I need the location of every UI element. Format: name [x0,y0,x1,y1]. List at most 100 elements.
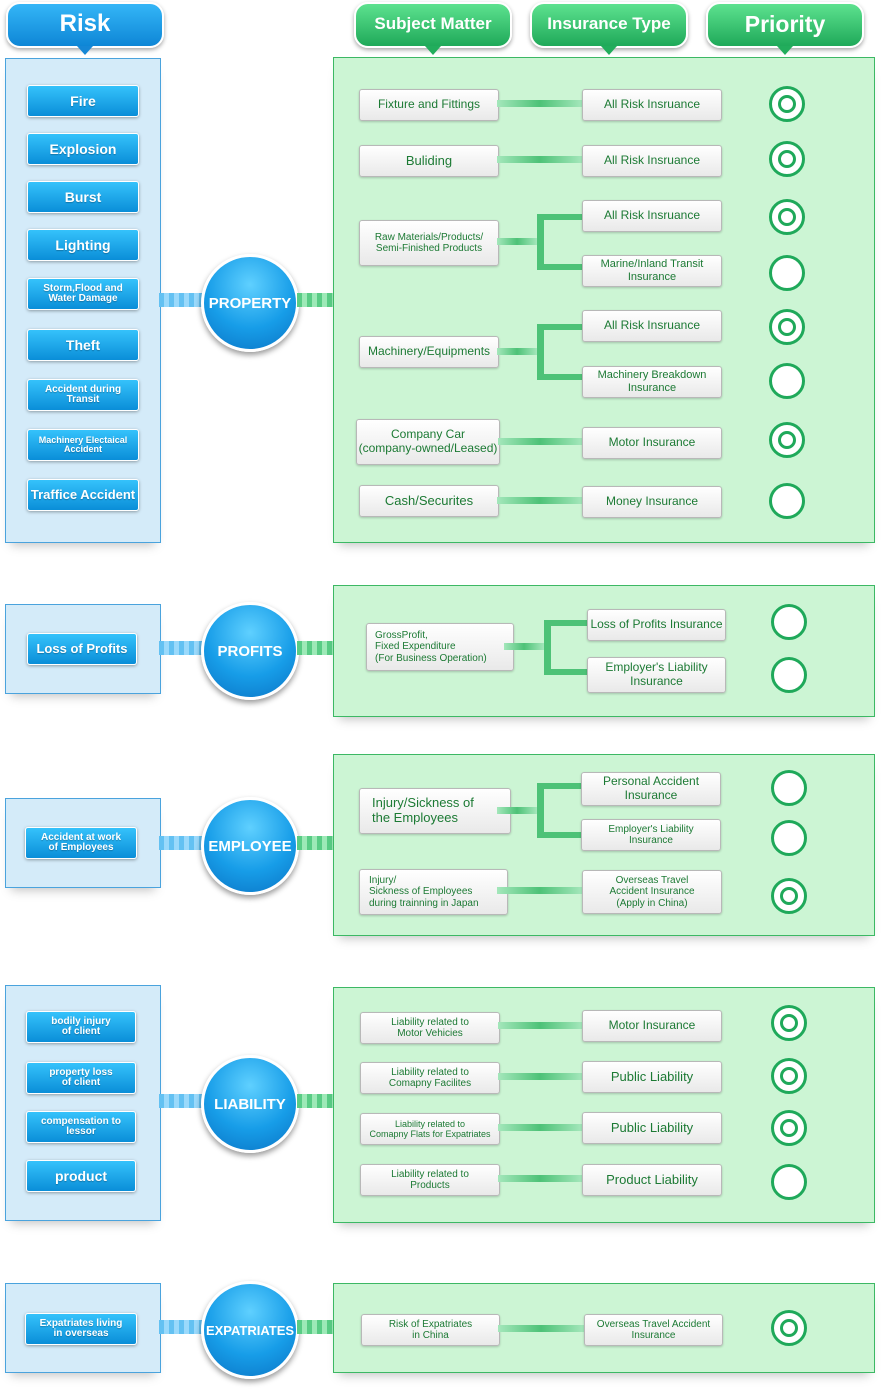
risk-lighting-button[interactable]: Lighting [27,229,139,261]
insurance-product-liability: Product Liability [582,1164,722,1196]
insurance-employers-liability: Employer's Liability Insurance [587,657,726,693]
priority-high-indicator [771,878,807,914]
subject-liability-motor: Liability related to Motor Vehicies [360,1012,500,1044]
property-node-label: PROPERTY [208,294,292,312]
risk-property-loss-button[interactable]: property loss of client [26,1062,136,1094]
risk-accident-at-work-button[interactable]: Accident at work of Employees [25,827,137,859]
header-priority: Priority [706,2,864,55]
priority-high-indicator [771,1110,807,1146]
property-left-arrow [159,293,203,307]
property-right-arrow [297,293,333,307]
insurance-all-risk: All Risk Insruance [582,200,722,232]
connector [498,1175,582,1182]
connector [537,324,582,330]
risk-storm-flood-button[interactable]: Storm,Flood and Water Damage [27,278,139,310]
risk-burst-button[interactable]: Burst [27,181,139,213]
insurance-loss-of-profits: Loss of Profits Insurance [587,609,726,641]
employee-right-arrow [297,836,333,850]
priority-normal-indicator [769,363,805,399]
risk-product-button[interactable]: product [26,1160,136,1192]
insurance-marine-transit: Marine/Inland Transit Insurance [582,255,722,287]
risk-expatriates-living-button[interactable]: Expatriates living in overseas [25,1313,137,1345]
risk-transit-accident-button[interactable]: Accident during Transit [27,379,139,411]
connector [537,783,544,838]
insurance-public-liability: Public Liability [582,1061,722,1093]
risk-compensation-lessor-button[interactable]: compensation to lessor [26,1111,136,1143]
priority-normal-indicator [771,770,807,806]
profits-right-arrow [297,641,333,655]
connector [497,497,582,504]
priority-high-indicator [769,141,805,177]
header-subject-matter: Subject Matter [354,2,512,55]
header-insurance-type-label: Insurance Type [547,14,671,33]
connector [537,324,544,380]
connector [544,669,587,675]
liability-right-arrow [297,1094,333,1108]
insurance-all-risk: All Risk Insruance [582,89,722,121]
connector [504,643,544,650]
insurance-all-risk: All Risk Insruance [582,310,722,342]
priority-high-indicator [771,1005,807,1041]
liability-node-label: LIABILITY [214,1095,286,1113]
connector [544,620,551,675]
subject-fixture-fittings: Fixture and Fittings [359,89,499,121]
subject-liability-flats: Liability related to Comapny Flats for E… [360,1113,500,1145]
subject-expatriates-china: Risk of Expatriates in China [361,1314,500,1346]
risk-machinery-electrical-button[interactable]: Machinery Electaical Accident [27,429,139,461]
priority-normal-indicator [771,820,807,856]
header-risk-label: Risk [59,10,111,37]
priority-normal-indicator [769,483,805,519]
connector [537,783,581,789]
risk-loss-of-profits-button[interactable]: Loss of Profits [27,633,137,665]
connector [497,807,537,814]
priority-high-indicator [769,86,805,122]
employee-left-arrow [159,836,203,850]
subject-machinery: Machinery/Equipments [359,336,499,368]
insurance-personal-accident: Personal Accident Insurance [581,772,721,806]
expatriates-node-label: EXPATRIATES [205,1322,295,1338]
connector [537,832,581,838]
header-subject-matter-label: Subject Matter [374,14,492,33]
insurance-machinery-breakdown: Machinery Breakdown Insurance [582,366,722,398]
connector [497,887,582,894]
risk-theft-button[interactable]: Theft [27,329,139,361]
priority-normal-indicator [769,255,805,291]
expatriates-left-arrow [159,1320,203,1334]
property-main-panel [333,57,875,543]
connector [537,264,582,270]
priority-high-indicator [771,1310,807,1346]
risk-bodily-injury-button[interactable]: bodily injury of client [26,1011,136,1043]
insurance-employers-liability: Employer's Liability Insurance [581,819,721,851]
property-node[interactable]: PROPERTY [201,254,299,352]
insurance-public-liability: Public Liability [582,1112,722,1144]
expatriates-node[interactable]: EXPATRIATES [201,1281,299,1379]
connector [498,1022,582,1029]
insurance-motor: Motor Insurance [582,427,722,459]
connector [498,1325,584,1332]
profits-node-label: PROFITS [217,642,283,660]
connector [498,1073,582,1080]
subject-liability-facilities: Liability related to Comapny Facilites [360,1062,500,1094]
priority-high-indicator [769,199,805,235]
subject-building: Buliding [359,145,499,177]
risk-traffic-accident-button[interactable]: Traffice Accident [27,479,139,511]
employee-node-label: EMPLOYEE [208,837,292,855]
profits-node[interactable]: PROFITS [201,602,299,700]
connector [544,620,587,626]
insurance-motor: Motor Insurance [582,1010,722,1042]
connector [497,156,582,163]
profits-left-arrow [159,641,203,655]
header-risk: Risk [6,2,164,55]
connector [537,374,582,380]
liability-node[interactable]: LIABILITY [201,1055,299,1153]
priority-high-indicator [769,309,805,345]
connector [497,100,582,107]
header-priority-label: Priority [744,11,826,37]
subject-injury-training-japan: Injury/ Sickness of Employees during tra… [359,869,508,915]
employee-node[interactable]: EMPLOYEE [201,797,299,895]
risk-explosion-button[interactable]: Explosion [27,133,139,165]
subject-raw-materials: Raw Materials/Products/ Semi-Finished Pr… [359,220,499,266]
risk-fire-button[interactable]: Fire [27,85,139,117]
header-insurance-type: Insurance Type [530,2,688,55]
priority-high-indicator [771,1058,807,1094]
